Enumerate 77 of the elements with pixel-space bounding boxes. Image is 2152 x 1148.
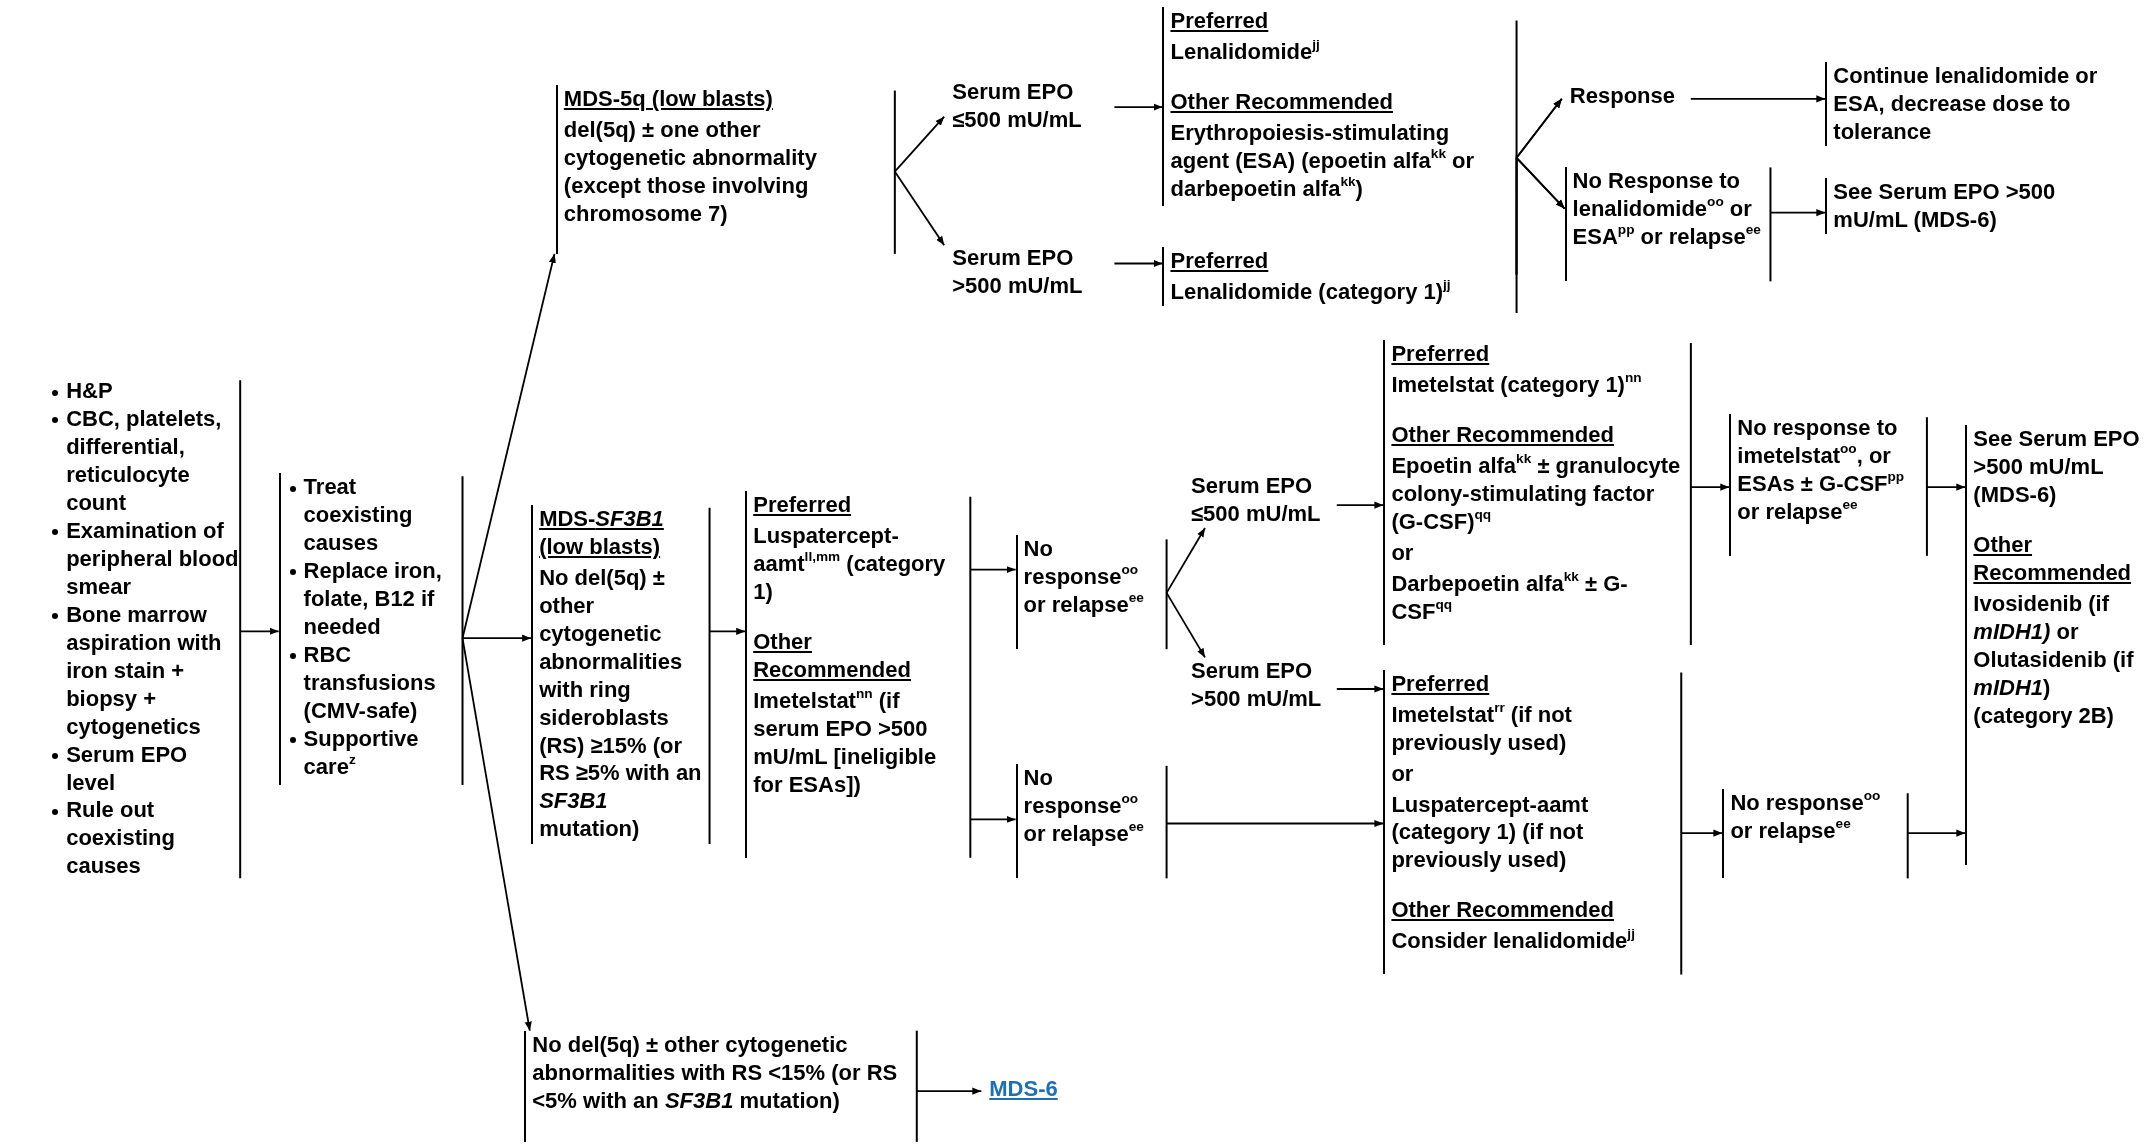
section-heading: Preferred — [1391, 340, 1491, 369]
step-text: Imetelstat (category 1)$^{nn}$ — [1391, 371, 1643, 400]
bullet-item: CBC, platelets, differential, reticulocyte count — [66, 405, 223, 518]
arrow — [893, 115, 946, 173]
section-heading: Preferred — [1170, 6, 1270, 35]
arrow — [708, 627, 747, 635]
section-heading: Other Recommended — [1973, 531, 2133, 588]
bullet-item: Supportive care$^{z}$ — [303, 724, 420, 781]
bullet-item: Bone marrow aspiration with iron stain + biopsy + cytogenetics — [66, 600, 223, 741]
step-text: Consider lenalidomide$^{jj}$ — [1391, 927, 1636, 956]
arrow — [1335, 685, 1385, 693]
arrow — [1113, 103, 1164, 111]
step-text: No del(5q) ± other cytogenetic abnormalities with ring sideroblasts (RS) ≥15% (or RS ≥5% with an SF3B1 mutation) — [539, 563, 703, 844]
bullet-item: RBC transfusions (CMV-safe) — [303, 641, 437, 725]
arrow — [1689, 95, 1827, 103]
step-text: No response$^{oo}$ or relapse$^{ee}$ — [1730, 789, 1882, 846]
step-text: See Serum EPO >500 mU/mL (MDS-6) — [1973, 425, 2141, 510]
step-text: No response to imetelstat$^{oo}$, or ESAs ± G-CSF$^{pp}$ or relapse$^{ee}$ — [1737, 414, 1906, 527]
step-text: Luspatercept-aamt$^{ll,mm}$ (category 1) — [753, 522, 947, 607]
step-text: Erythropoiesis-stimulating agent (ESA) (epoetin alfa$^{kk}$ or darbepoetin alfa$^{kk}$) — [1170, 118, 1476, 203]
arrow — [1906, 829, 1967, 837]
step-text: Imetelstat$^{nn}$ (if serum EPO >500 mU/mL [ineligible for ESAs]) — [753, 686, 938, 799]
section-heading: Other Recommended — [1391, 896, 1615, 925]
section-heading: Preferred — [1391, 669, 1491, 698]
condition-label: Serum EPO >500 mU/mL — [944, 244, 1115, 301]
section-heading: Preferred — [1170, 247, 1270, 275]
bullet-item: Treat coexisting causes — [303, 473, 414, 558]
condition-label: Response — [1561, 82, 1691, 111]
step-text: del(5q) ± one other cytogenetic abnormality (except those involving chromosome 7) — [563, 116, 818, 228]
bullet-item: H&P — [66, 377, 114, 406]
link-text: MDS-6 — [981, 1074, 1081, 1103]
arrow — [969, 566, 1017, 574]
arrow — [1165, 527, 1206, 594]
arrow — [1515, 155, 1566, 276]
arrow — [1689, 483, 1731, 491]
arrow — [1165, 592, 1206, 659]
arrow — [461, 634, 532, 642]
arrow — [1926, 483, 1967, 491]
section-heading: Other Recommended — [1391, 421, 1615, 450]
section-heading: Other Recommended — [1170, 87, 1394, 116]
bullet-item: Replace iron, folate, B12 if needed — [303, 557, 443, 642]
step-text: or — [1391, 539, 1415, 567]
condition-label: Serum EPO ≤500 mU/mL — [944, 78, 1115, 135]
step-text: Luspatercept-aamt (category 1) (if not previously used) — [1391, 790, 1590, 875]
step-text: See Serum EPO >500 mU/mL (MDS-6) — [1833, 178, 2057, 235]
condition-label: Serum EPO ≤500 mU/mL — [1183, 472, 1337, 528]
step-text: Ivosidenib (if mIDH1) or Olutasidenib (if mIDH1) (category 2B) — [1973, 590, 2135, 730]
arrow — [1165, 819, 1385, 828]
arrow — [1335, 501, 1385, 509]
section-heading: MDS-5q (low blasts) — [563, 85, 774, 113]
section-heading: Preferred — [753, 491, 853, 520]
arrow — [239, 627, 280, 635]
arrow — [969, 815, 1017, 823]
step-text: Imetelstat$^{rr}$ (if not previously used) — [1391, 700, 1573, 757]
bullet-item: Examination of peripheral blood smear — [66, 517, 240, 601]
step-text: No Response to lenalidomide$^{oo}$ or ESA$^{pp}$ or relapse$^{ee}$ — [1572, 167, 1762, 252]
step-text: Epoetin alfa$^{kk}$ ± granulocyte colony-stimulating factor (G-CSF)$^{qq}$ — [1391, 452, 1682, 536]
step-text: Lenalidomide (category 1)$^{jj}$ — [1170, 277, 1452, 306]
step-text: or — [1391, 759, 1415, 788]
bullet-item: Serum EPO level — [66, 740, 189, 797]
step-text: Darbepoetin alfa$^{kk}$ ± G-CSF$^{qq}$ — [1391, 569, 1629, 626]
section-heading: MDS-SF3B1 (low blasts) — [539, 505, 665, 561]
arrow — [461, 637, 532, 1032]
step-text: Continue lenalidomide or ESA, decrease dose to tolerance — [1833, 61, 2099, 146]
step-text: No del(5q) ± other cytogenetic abnormalities with RS <15% (or RS <5% with an SF3B1 mutation) — [532, 1030, 899, 1115]
section-heading: Other Recommended — [753, 628, 912, 684]
arrow — [893, 170, 946, 247]
bullet-item: Rule out coexisting causes — [66, 796, 176, 881]
arrow — [461, 253, 556, 640]
arrow — [915, 1087, 983, 1095]
arrow — [1680, 829, 1724, 837]
step-text: No response$^{oo}$ or relapse$^{ee}$ — [1023, 535, 1145, 620]
step-text: No response$^{oo}$ or relapse$^{ee}$ — [1023, 764, 1145, 849]
condition-label: Serum EPO >500 mU/mL — [1183, 657, 1337, 714]
arrow — [1113, 259, 1164, 268]
arrow — [1769, 209, 1827, 217]
step-text: Lenalidomide$^{jj}$ — [1170, 37, 1321, 66]
